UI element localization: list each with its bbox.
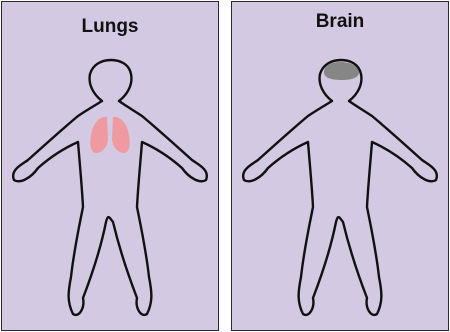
body-outline <box>13 60 207 315</box>
brain-panel: Brain <box>231 1 449 331</box>
body-figure-brain <box>232 2 449 331</box>
lungs-panel: Lungs <box>1 1 219 331</box>
lungs-organ-right <box>112 117 130 153</box>
lungs-organ <box>90 117 108 153</box>
body-outline <box>243 60 437 315</box>
body-figure-lungs <box>2 2 219 331</box>
